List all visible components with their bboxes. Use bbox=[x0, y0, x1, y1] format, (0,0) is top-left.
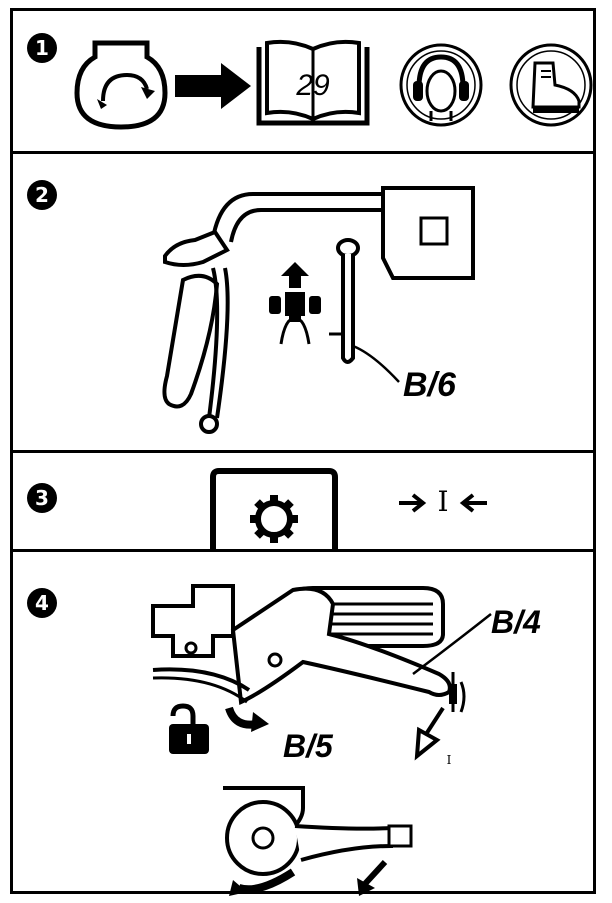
divider-1 bbox=[13, 151, 593, 154]
callout-b5: B/5 bbox=[283, 728, 333, 764]
step-2-number: 2 bbox=[27, 180, 57, 210]
divider-2 bbox=[13, 450, 593, 453]
step-2-panel: 2 bbox=[13, 154, 593, 450]
arrow-right-icon bbox=[175, 63, 251, 109]
push-arrow-icon: I bbox=[414, 672, 466, 767]
divider-3 bbox=[13, 549, 593, 552]
step-1-panel: 1 29 bbox=[13, 11, 593, 151]
callout-b4: B/4 bbox=[491, 604, 541, 640]
gear-box-icon bbox=[210, 468, 338, 549]
tractor-forward-icon bbox=[269, 262, 321, 345]
step-1-number: 1 bbox=[27, 33, 57, 63]
step-3-panel: 3 bbox=[13, 453, 593, 549]
safety-boot-icon bbox=[509, 43, 593, 127]
manual-book-icon: 29 bbox=[256, 39, 370, 126]
clutch-lever-icon bbox=[151, 584, 492, 705]
arrow-left-icon bbox=[459, 493, 487, 513]
cable-pulley-icon bbox=[223, 786, 413, 896]
step-4-panel: 4 B/4 bbox=[13, 552, 593, 896]
callout-b6: B/6 bbox=[403, 366, 456, 404]
unlock-padlock-icon bbox=[169, 703, 209, 754]
manual-page-number: 29 bbox=[295, 69, 330, 102]
step-4-number: 4 bbox=[27, 588, 57, 618]
step-3-number: 3 bbox=[27, 483, 57, 513]
neutral-mark-text: I bbox=[437, 485, 448, 518]
neutral-mark: I bbox=[437, 485, 448, 518]
push-mark-text: I bbox=[447, 753, 452, 767]
arrow-right-icon bbox=[399, 493, 427, 513]
engine-start-icon bbox=[74, 40, 168, 130]
instruction-frame: 1 29 bbox=[10, 8, 596, 896]
ear-protection-icon bbox=[399, 43, 483, 127]
rotate-arrow-icon bbox=[225, 706, 269, 732]
handlebar-lever-icon bbox=[162, 186, 475, 434]
